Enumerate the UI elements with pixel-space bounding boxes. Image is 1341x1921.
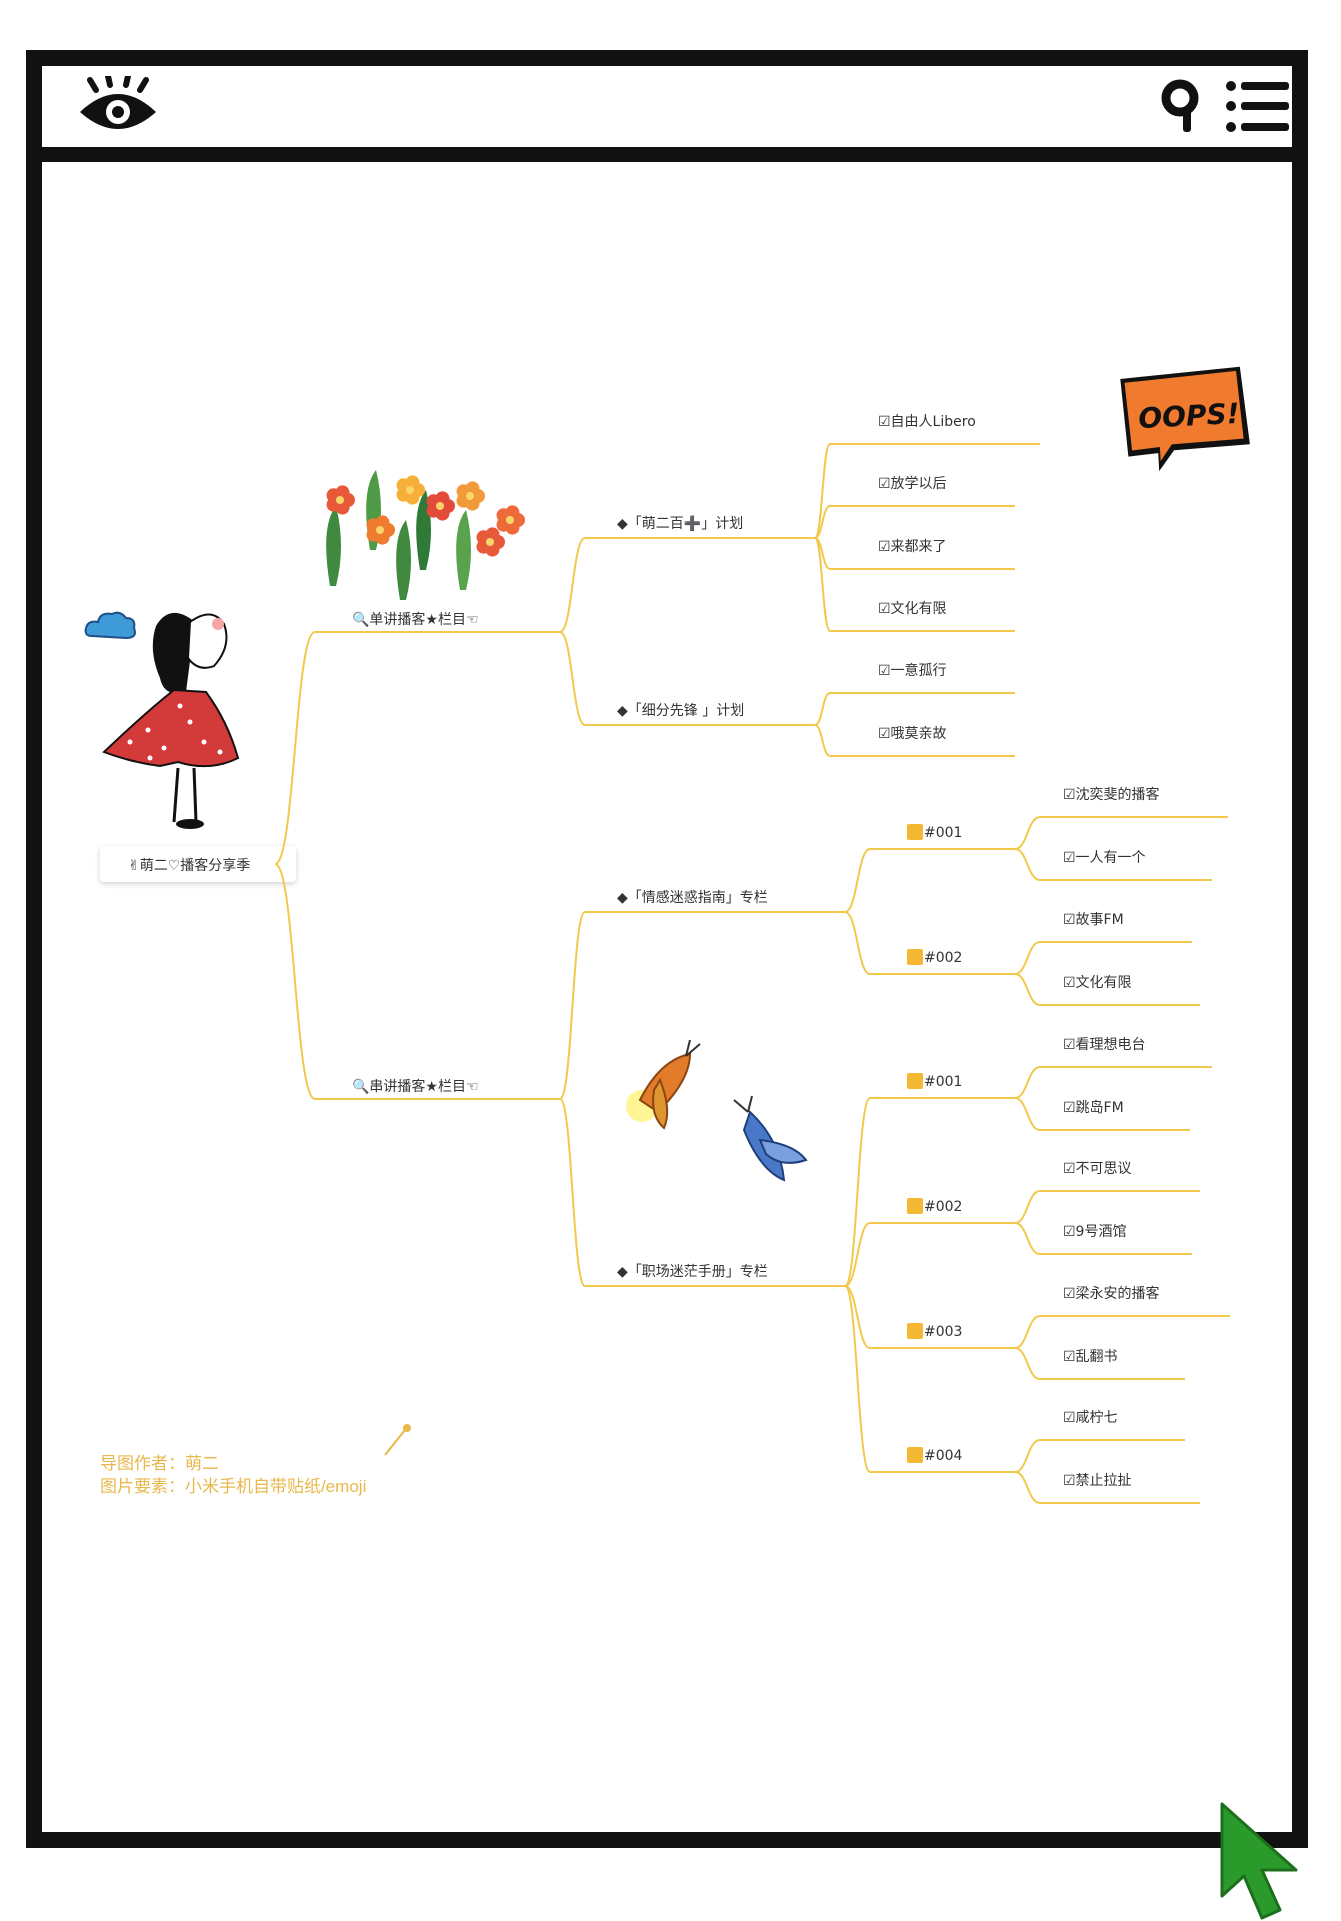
connector-group-leaf: [1014, 1097, 1041, 1131]
group-node: #001: [924, 1074, 962, 1090]
oops-sticker: OOPS!: [1120, 366, 1250, 472]
leaf-node: ☑乱翻书: [1063, 1349, 1118, 1365]
leaf-node: ☑不可思议: [1063, 1161, 1132, 1177]
branch-node-2: 🔍串讲播客★栏目☜: [352, 1077, 479, 1095]
leaf-node: ☑来都来了: [878, 539, 947, 555]
leaf-node: ☑一人有一个: [1063, 850, 1146, 866]
group-node: #002: [924, 1199, 962, 1215]
leaf-node: ☑文化有限: [878, 601, 947, 617]
connector-group-leaf: [1014, 1066, 1041, 1099]
girl-sticker: [102, 612, 240, 829]
connector-sub-group: [844, 1097, 871, 1287]
leaf-node: ☑哦莫亲故: [878, 726, 947, 742]
group-node: #001: [924, 825, 962, 841]
connector-group-leaf: [1014, 1315, 1041, 1349]
leaf-node: ☑故事FM: [1063, 912, 1124, 928]
credits: 导图作者：萌二 图片要素：小米手机自带贴纸/emoji: [100, 1452, 366, 1498]
credit-author: 导图作者：萌二: [100, 1454, 219, 1473]
leaf-node: ☑一意孤行: [878, 662, 947, 679]
connector-group-leaf: [1014, 1471, 1041, 1504]
connector-sub-leaf: [814, 443, 831, 539]
connector-branch-sub: [559, 631, 586, 726]
connector-sub-group: [844, 1222, 871, 1287]
group-node: #003: [924, 1324, 962, 1340]
leaf-node: ☑自由人Libero: [878, 414, 976, 430]
connector-branch-sub: [559, 911, 586, 1100]
eye-icon[interactable]: [78, 76, 158, 136]
leaf-node: ☑禁止拉扯: [1063, 1473, 1132, 1489]
connector-group-leaf: [1014, 1190, 1041, 1224]
connector-group-leaf: [1014, 816, 1041, 850]
connector-sub-group: [844, 1285, 871, 1473]
sub-node-2-1: ◆「情感迷惑指南」专栏: [617, 889, 768, 906]
connector-sub-group: [844, 848, 871, 913]
connector-group-leaf: [1014, 1439, 1041, 1473]
connector-group-leaf: [1014, 848, 1041, 881]
firefly-sticker: [626, 1039, 701, 1130]
leaf-node: ☑沈奕斐的播客: [1063, 786, 1160, 803]
connector-group-leaf: [1014, 973, 1041, 1006]
connector-root-branch: [274, 863, 316, 1100]
connector-sub-leaf: [814, 537, 831, 632]
leaf-node: ☑放学以后: [878, 476, 947, 492]
group-node: #004: [924, 1448, 963, 1464]
root-node-box: [100, 846, 296, 882]
menu-icon[interactable]: [1225, 78, 1291, 136]
cloud-icon: [84, 611, 136, 640]
branch-node-1: 🔍单讲播客★栏目☜: [352, 610, 479, 628]
connector-group-leaf: [1014, 1347, 1041, 1380]
oops-text: OOPS!: [1138, 397, 1241, 435]
hash-tag-icon: [907, 1323, 923, 1339]
connector-sub-leaf: [814, 692, 831, 726]
leaf-node: ☑看理想电台: [1063, 1037, 1146, 1053]
leaf-node: ☑梁永安的播客: [1063, 1285, 1160, 1302]
leaf-node: ☑文化有限: [1063, 975, 1132, 991]
leaf-node: ☑跳岛FM: [1063, 1100, 1124, 1116]
group-node: #002: [924, 950, 962, 966]
connector-root-branch: [274, 631, 316, 865]
connector-sub-leaf: [814, 724, 831, 757]
hash-tag-icon: [907, 1073, 923, 1089]
pin-icon: [384, 1424, 411, 1456]
connector-branch-sub: [559, 1098, 586, 1287]
connector-group-leaf: [1014, 941, 1041, 975]
top-bar-divider: [42, 147, 1292, 162]
cursor-icon: [1220, 1802, 1298, 1920]
connector-sub-group: [844, 1285, 871, 1349]
search-icon[interactable]: [1160, 78, 1204, 136]
sub-node-1-2: ◆「细分先锋 」计划: [617, 703, 744, 719]
sub-node-1-1: ◆「萌二百➕」计划: [617, 515, 743, 532]
hash-tag-icon: [907, 1198, 923, 1214]
hash-tag-icon: [907, 824, 923, 840]
root-node-label: ✌萌二♡播客分享季: [128, 857, 250, 874]
hash-tag-icon: [907, 949, 923, 965]
leaf-node: ☑9号酒馆: [1063, 1224, 1126, 1240]
credit-elements: 图片要素：小米手机自带贴纸/emoji: [100, 1477, 367, 1496]
firefly-sticker: [733, 1095, 808, 1182]
hash-tag-icon: [907, 1447, 923, 1463]
connector-branch-sub: [559, 537, 586, 633]
sub-node-2-2: ◆「职场迷茫手册」专栏: [617, 1264, 768, 1280]
flower-sticker: [326, 470, 525, 600]
connector-group-leaf: [1014, 1222, 1041, 1255]
window-frame: [26, 50, 1308, 1848]
connector-sub-leaf: [814, 505, 831, 539]
connector-sub-group: [844, 911, 871, 975]
leaf-node: ☑咸柠七: [1063, 1410, 1118, 1426]
